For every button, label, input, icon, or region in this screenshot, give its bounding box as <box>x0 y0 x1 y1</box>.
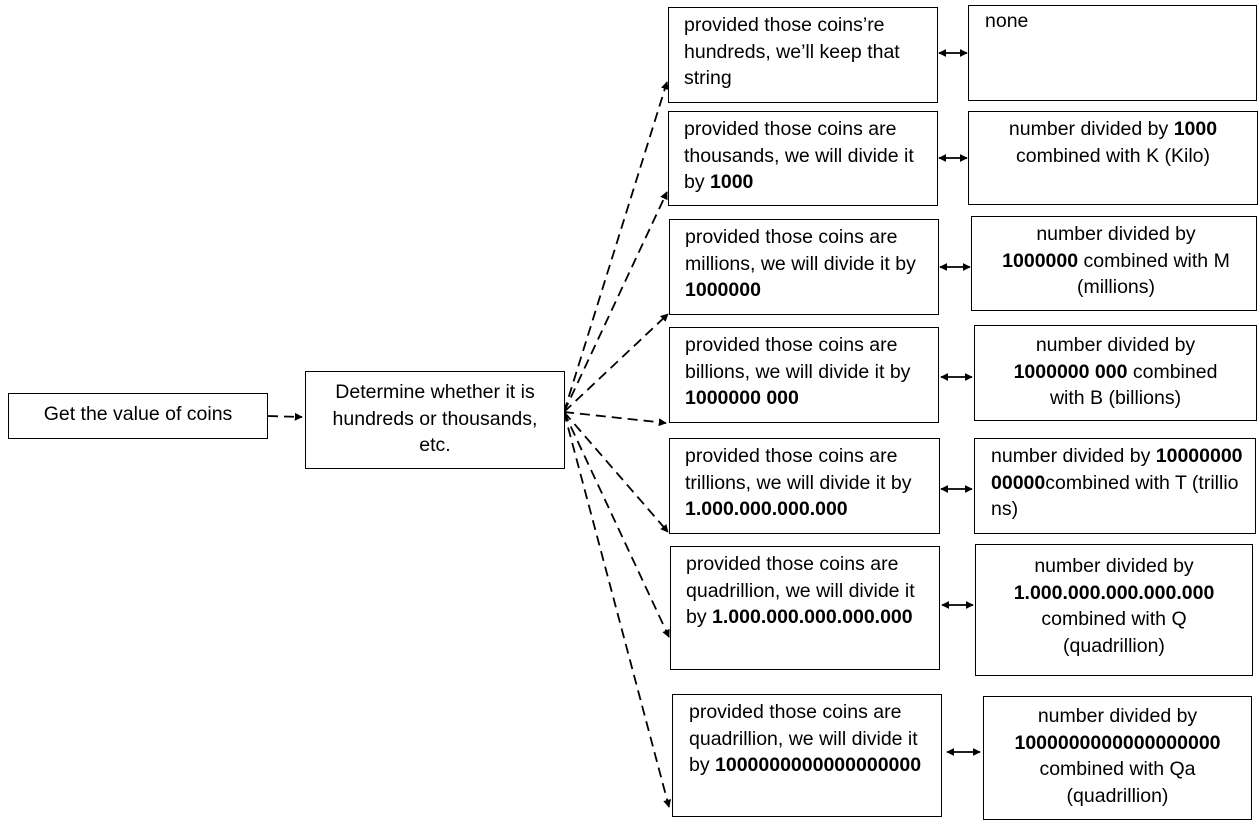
result-divisor: 1.000.000.000.000.000 <box>1013 581 1215 604</box>
case-text: provided those coins are quadrillion, we… <box>686 553 915 628</box>
arrow-start-to-decision <box>267 412 303 421</box>
result-text: number divided by <box>991 445 1156 467</box>
case-hundreds: provided those coins’re hundreds, we’ll … <box>668 7 938 103</box>
start-node: Get the value of coins <box>8 393 268 439</box>
result-quadrillion-qa: number divided by 1000000000000000000 co… <box>983 696 1252 820</box>
case-text: provided those coins are quadrillion, we… <box>689 701 918 776</box>
result-suffix: combined with K (Kilo) <box>1016 144 1210 167</box>
result-trillions: number divided by 1000000000000combined … <box>974 438 1256 534</box>
arrow-decision-to-case-3 <box>563 313 669 413</box>
result-suffix: combined with B (billions) <box>1049 360 1218 410</box>
result-kilo: number divided by 1000 combined with K (… <box>968 111 1258 205</box>
case-text: provided those coins are billions, we wi… <box>685 334 911 383</box>
result-divisor: 1000000 <box>1002 249 1079 272</box>
case-divisor: 1000 <box>710 171 754 193</box>
arrow-decision-to-case-5 <box>563 411 669 533</box>
arrow-decision-to-case-7 <box>563 411 672 808</box>
case-text: provided those coins are millions, we wi… <box>685 226 916 275</box>
result-text: number divided by <box>1037 705 1198 727</box>
case-text: provided those coins’re hundreds, we’ll … <box>684 14 900 89</box>
result-divisor: 1000 <box>1173 118 1218 140</box>
arrow-decision-to-case-2 <box>563 191 668 413</box>
case-quadrillion-large: provided those coins are quadrillion, we… <box>672 694 942 817</box>
decision-label: Determine whether it is hundreds or thou… <box>332 381 538 456</box>
result-suffix: combined with M (millions) <box>1077 249 1230 299</box>
arrow-decision-to-case-4 <box>563 411 667 427</box>
case-millions: provided those coins are millions, we wi… <box>669 219 939 315</box>
result-millions: number divided by 1000000 combined with … <box>971 216 1257 311</box>
result-suffix: combined with Q (quadrillion) <box>1041 608 1187 657</box>
decision-node: Determine whether it is hundreds or thou… <box>305 371 565 469</box>
case-text: provided those coins are trillions, we w… <box>685 445 912 494</box>
result-divisor: 1000000 000 <box>1013 360 1128 383</box>
case-billions: provided those coins are billions, we wi… <box>669 327 939 423</box>
start-label: Get the value of coins <box>43 403 233 425</box>
arrow-decision-to-case-6 <box>563 411 670 638</box>
case-divisor: 1000000000000000000 <box>715 754 922 776</box>
result-text: number divided by <box>1034 555 1194 577</box>
result-text: number divided by <box>1035 334 1196 356</box>
case-quadrillion: provided those coins are quadrillion, we… <box>670 546 940 670</box>
result-none: none <box>968 5 1257 101</box>
case-trillions: provided those coins are trillions, we w… <box>669 438 940 534</box>
case-text: provided those coins are thousands, we w… <box>684 118 914 193</box>
result-text: none <box>985 10 1029 32</box>
case-thousands: provided those coins are thousands, we w… <box>668 111 938 206</box>
arrow-decision-to-case-1 <box>563 81 669 413</box>
result-suffix: combined with Qa (quadrillion) <box>1039 758 1196 807</box>
case-divisor: 1.000.000.000.000 <box>685 498 848 520</box>
case-divisor: 1000000 000 <box>685 387 799 409</box>
case-divisor: 1.000.000.000.000.000 <box>712 606 913 628</box>
case-divisor: 1000000 <box>685 279 761 301</box>
result-quadrillion: number divided by 1.000.000.000.000.000 … <box>975 544 1253 676</box>
result-text: number divided by <box>1008 118 1174 140</box>
result-divisor: 1000000000000 <box>991 445 1243 494</box>
result-billions: number divided by 1000000 000 combined w… <box>974 325 1257 421</box>
result-suffix: combined with T (trillions) <box>991 471 1239 521</box>
result-divisor: 1000000000000000000 <box>1014 731 1221 754</box>
result-text: number divided by <box>1036 223 1196 245</box>
